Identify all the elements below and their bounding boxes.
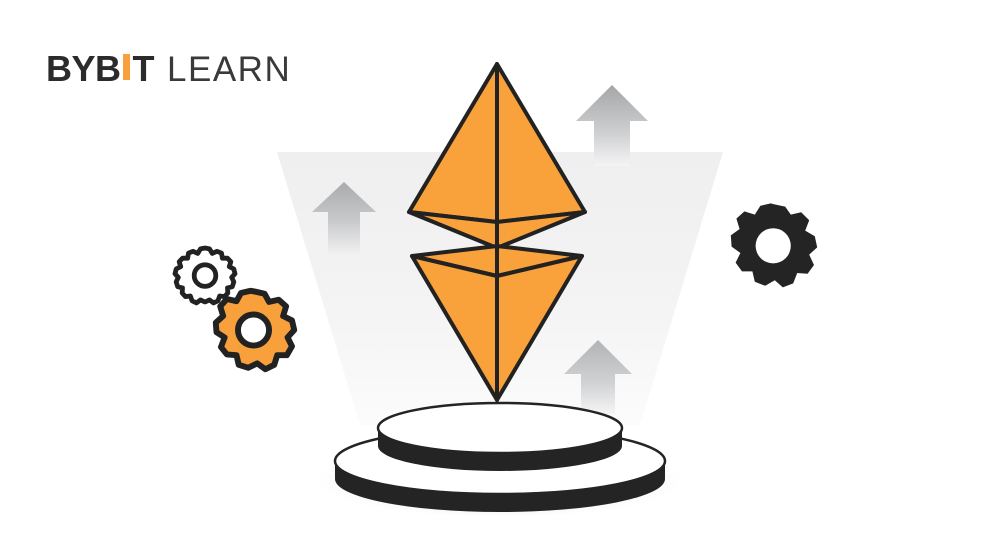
arrow-up-top-right — [576, 85, 648, 166]
gear-outline-white — [175, 248, 235, 303]
bybit-text-part2: T — [132, 48, 155, 89]
bybit-learn-logo[interactable]: BYB T LEARN — [46, 48, 291, 90]
ethereum-logo — [407, 62, 587, 402]
bybit-wordmark: BYB T — [46, 48, 155, 90]
arrow-up-left — [312, 182, 376, 254]
arrow-up-bottom-right — [564, 340, 632, 414]
eth-upper-right-face — [495, 62, 587, 224]
bybit-accent-bar-icon — [122, 54, 130, 80]
bybit-text-part1: BYB — [46, 48, 121, 89]
learn-wordmark: LEARN — [167, 50, 292, 89]
gear-orange — [212, 287, 298, 373]
eth-lower-right-face — [495, 254, 584, 402]
gear-dark-solid — [730, 203, 818, 288]
podium-upper-tier — [376, 401, 624, 471]
eth-upper-left-face — [407, 62, 499, 224]
eth-upper-base-right — [495, 210, 587, 250]
